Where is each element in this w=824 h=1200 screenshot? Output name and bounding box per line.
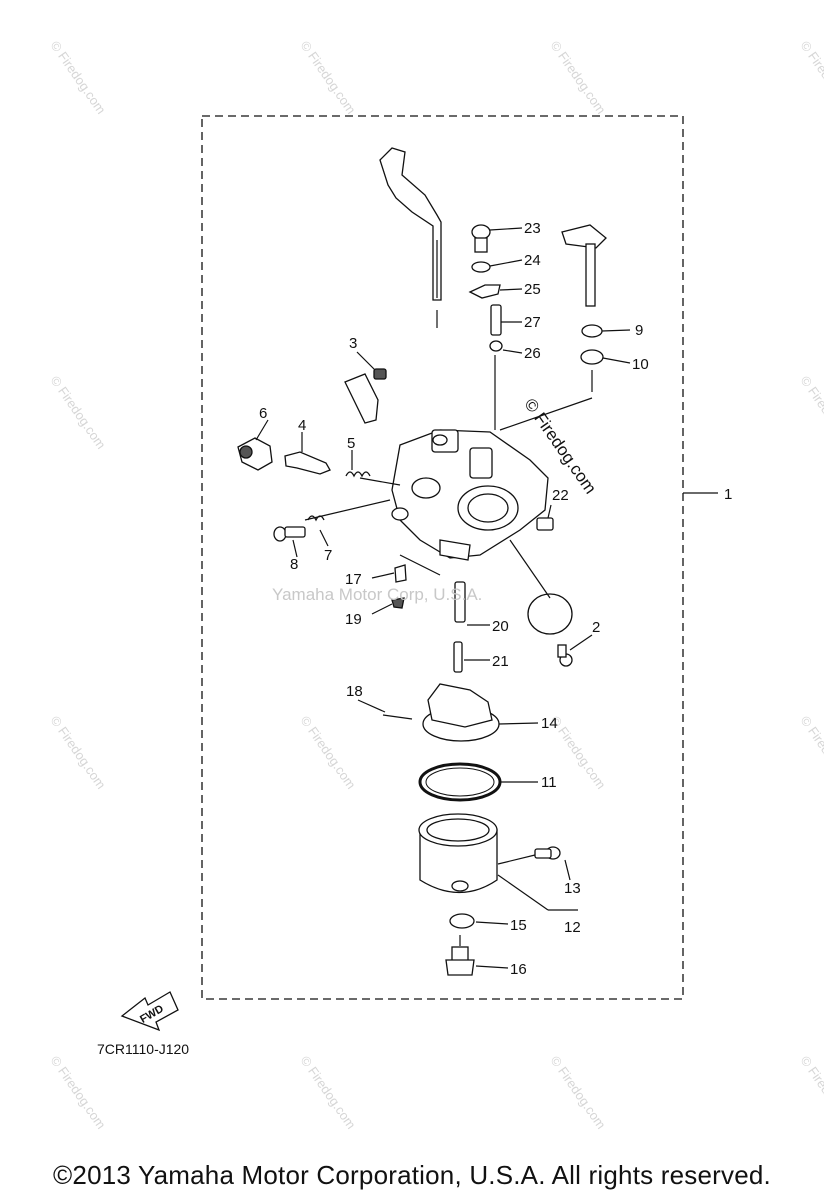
copyright-notice: ©2013 Yamaha Motor Corporation, U.S.A. A… (53, 1160, 771, 1190)
part-14-float (422, 683, 500, 742)
fwd-arrow: FWD (120, 991, 179, 1032)
part-4-pilot-screw (284, 451, 331, 475)
firedog-watermark: © Firedog.com (48, 373, 109, 452)
part-label-17: 17 (345, 571, 362, 588)
part-27-needle (490, 304, 502, 336)
part-9-seal (581, 324, 603, 338)
part-21-jet (453, 641, 463, 673)
part-label-26: 26 (524, 345, 541, 362)
part-label-21: 21 (492, 653, 509, 670)
leader-line-17 (399, 554, 441, 576)
part-25-clip (468, 284, 501, 299)
part-24-washer (471, 261, 491, 273)
part-label-23: 23 (524, 220, 541, 237)
part-label-10: 10 (632, 356, 649, 373)
choke-shaft (561, 224, 607, 307)
part-label-12: 12 (564, 919, 581, 936)
firedog-watermark: © Firedog.com (548, 1053, 609, 1132)
part-6-cap (237, 437, 273, 471)
leader-line-8 (304, 499, 391, 521)
part-10-washer (580, 349, 604, 365)
part-18-pin (382, 714, 413, 720)
part-label-5: 5 (347, 435, 355, 452)
part-23-screw (471, 224, 491, 253)
part-label-16: 16 (510, 961, 527, 978)
firedog-watermark: © Firedog.com (298, 713, 359, 792)
center-watermark: Yamaha Motor Corp, U.S.A. (272, 585, 483, 604)
part-3-screw (344, 368, 387, 424)
part-label-6: 6 (259, 405, 267, 422)
part-label-24: 24 (524, 252, 541, 269)
part-label-11: 11 (541, 774, 557, 791)
part-label-18: 18 (346, 683, 363, 700)
part-15-washer (449, 913, 475, 929)
throttle-lever (379, 147, 442, 301)
part-5-spring (345, 471, 371, 478)
part-label-25: 25 (524, 281, 541, 298)
part-11-gasket (418, 762, 502, 802)
firedog-watermark: © Firedog.com (48, 713, 109, 792)
firedog-watermark: © Firedog.com (798, 1053, 824, 1132)
part-13-screw (534, 846, 561, 860)
part-label-3: 3 (349, 335, 357, 352)
firedog-watermark: © Firedog.com (298, 1053, 359, 1132)
part-label-4: 4 (298, 417, 306, 434)
carburetor-body (391, 429, 549, 561)
part-label-15: 15 (510, 917, 527, 934)
leader-line-2 (509, 539, 551, 599)
firedog-watermark: © Firedog.com (298, 38, 359, 117)
firedog-watermark: © Firedog.com (48, 38, 109, 117)
part-12-float-bowl (418, 813, 498, 894)
part-label-14: 14 (541, 715, 558, 732)
firedog-watermark: © Firedog.com (798, 38, 824, 117)
part-label-22: 22 (552, 487, 569, 504)
part-label-20: 20 (492, 618, 509, 635)
part-label-1: 1 (724, 486, 732, 503)
part-label-13: 13 (564, 880, 581, 897)
part-8-screw (273, 526, 306, 542)
part-label-9: 9 (635, 322, 643, 339)
part-label-19: 19 (345, 611, 362, 628)
leader-line-choke-diag (499, 397, 593, 431)
part-label-7: 7 (324, 547, 332, 564)
part-labels: 23 24 25 27 26 9 10 3 6 4 5 7 8 22 1 17 … (255, 220, 732, 978)
leader-line-5 (359, 477, 401, 486)
part-26-oring (489, 340, 503, 352)
part-label-27: 27 (524, 314, 541, 331)
part-label-2: 2 (592, 619, 600, 636)
part-19-clip (391, 597, 405, 609)
diagram-code: 7CR1110-J120 (97, 1041, 190, 1057)
part-22-screw (536, 517, 554, 531)
part-label-8: 8 (290, 556, 298, 573)
firedog-watermark: © Firedog.com (548, 38, 609, 117)
part-2-plate (527, 593, 573, 635)
firedog-watermark: © Firedog.com (48, 1053, 109, 1132)
part-2-screw (557, 644, 573, 667)
firedog-watermark: © Firedog.com (798, 713, 824, 792)
firedog-watermark: © Firedog.com (798, 373, 824, 452)
part-17-jet (394, 564, 407, 583)
assembly-boundary (201, 115, 684, 1000)
part-20-nozzle (454, 581, 466, 623)
part-16-drain-screw (445, 946, 475, 976)
